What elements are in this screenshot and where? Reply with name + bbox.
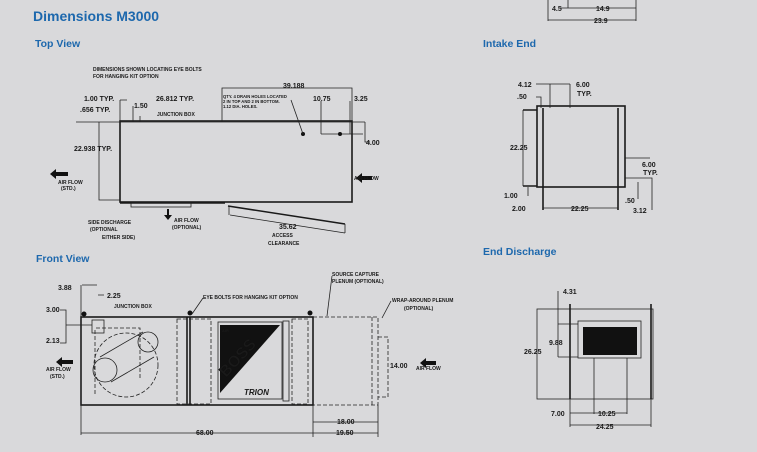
dim-label: 22.25 [571,206,589,213]
label: SIDE DISCHARGE [88,220,132,226]
label: AIR FLOW [354,176,379,182]
label: SOURCE CAPTURE [332,272,380,278]
arrow-left-icon [56,357,73,367]
dim-label: 22.25 [510,145,528,152]
dim-label: 4.31 [563,289,577,296]
dim-label: 3.88 [58,285,72,292]
section-top-view: Top View [35,38,81,50]
arrow-down-icon [164,209,172,220]
label: WRAP-AROUND PLENUM [392,298,453,304]
dim-label: 19.50 [336,430,354,437]
section-end-discharge: End Discharge [483,246,557,258]
dim-label: 1.00 TYP. [84,96,114,103]
label: AIR FLOW [416,366,441,372]
dim-label: 24.25 [596,424,614,431]
dim-label: 6.00 [576,82,590,89]
note-text: DIMENSIONS SHOWN LOCATING EYE BOLTS [93,67,202,73]
label: (STD.) [50,374,65,380]
label: (STD.) [61,186,76,192]
dim-label: 39.188 [283,83,305,90]
label: JUNCTION BOX [157,112,195,118]
note-text: 2 IN TOP AND 2 IN BOTTOM. [223,99,280,104]
dim-label: 4.5 [552,6,562,13]
dim-label: 2.00 [512,206,526,213]
dim-label: .50 [517,94,527,101]
note-text: FOR HANGING KIT OPTION [93,74,159,80]
dim-label: TYP. [643,170,658,177]
label: PLENUM (OPTIONAL) [332,279,384,285]
dim-label: 35.62 [279,224,297,231]
label: AIR FLOW [174,218,199,224]
label: (OPTIONAL) [172,225,201,231]
label: EYE BOLTS FOR HANGING KIT OPTION [203,295,298,301]
dim-label: 3.25 [354,96,368,103]
note-text: QTY. 4 DRAIN HOLES LOCATED [223,94,287,99]
dim-label: 4.12 [518,82,532,89]
dim-label: 26.812 TYP. [156,96,194,103]
label: EITHER SIDE) [102,235,135,241]
dim-label: 9.88 [549,340,563,347]
dim-label: 23.9 [594,18,608,25]
arrow-left-icon [356,173,372,183]
label: CLEARANCE [268,241,300,247]
dim-label: .50 [625,198,635,205]
note-text: 1.12 DIA. HOLES. [223,104,257,109]
dim-label: .656 TYP. [80,107,110,114]
logo-trion: TRION [244,388,269,397]
label: (OPTIONAL [90,227,118,233]
dim-label: 1.00 [504,193,518,200]
section-intake-end: Intake End [483,38,537,50]
dim-label: 10.25 [598,411,616,418]
page-title: Dimensions M3000 [33,8,160,24]
end-discharge-drawing: 4.31 9.88 26.25 7.00 10.25 24.25 [524,289,654,431]
logo-air: AIR [222,328,229,333]
section-front-view: Front View [36,253,90,265]
label: JUNCTION BOX [114,304,152,310]
dim-label: TYP. [577,91,592,98]
dim-label: 7.00 [551,411,565,418]
dim-label: 14.9 [596,6,610,13]
dim-label: 10.75 [313,96,331,103]
dim-label: 6.00 [642,162,656,169]
arrow-left-icon [50,169,68,179]
label: (OPTIONAL) [404,306,433,312]
dim-label: 2.25 [107,293,121,300]
dim-label: 4.00 [366,140,380,147]
top-view-drawing: DIMENSIONS SHOWN LOCATING EYE BOLTS FOR … [50,67,380,247]
dim-label: 14.00 [390,363,408,370]
dim-label: 18.00 [337,419,355,426]
dim-label: 3.00 [46,307,60,314]
label: ACCESS [272,233,294,239]
dim-label: 2.13 [46,338,60,345]
label: AIR FLOW [46,367,71,373]
intake-end-drawing: 4.12 6.00 TYP. .50 22.25 6.00 TYP. 1.00 … [504,82,658,215]
dim-label: 68.00 [196,430,214,437]
front-view-drawing: BOSS AIR TRION 3.88 2.25 JUNCTION BOX 3.… [46,272,453,437]
top-clip-drawing: 4.5 14.9 23.9 [547,0,637,25]
dim-label: 1.50 [134,103,148,110]
dim-label: 26.25 [524,349,542,356]
dim-label: 22.938 TYP. [74,146,112,153]
label: AIR FLOW [58,180,83,186]
arrow-left-icon [420,358,436,368]
dim-label: 3.12 [633,208,647,215]
